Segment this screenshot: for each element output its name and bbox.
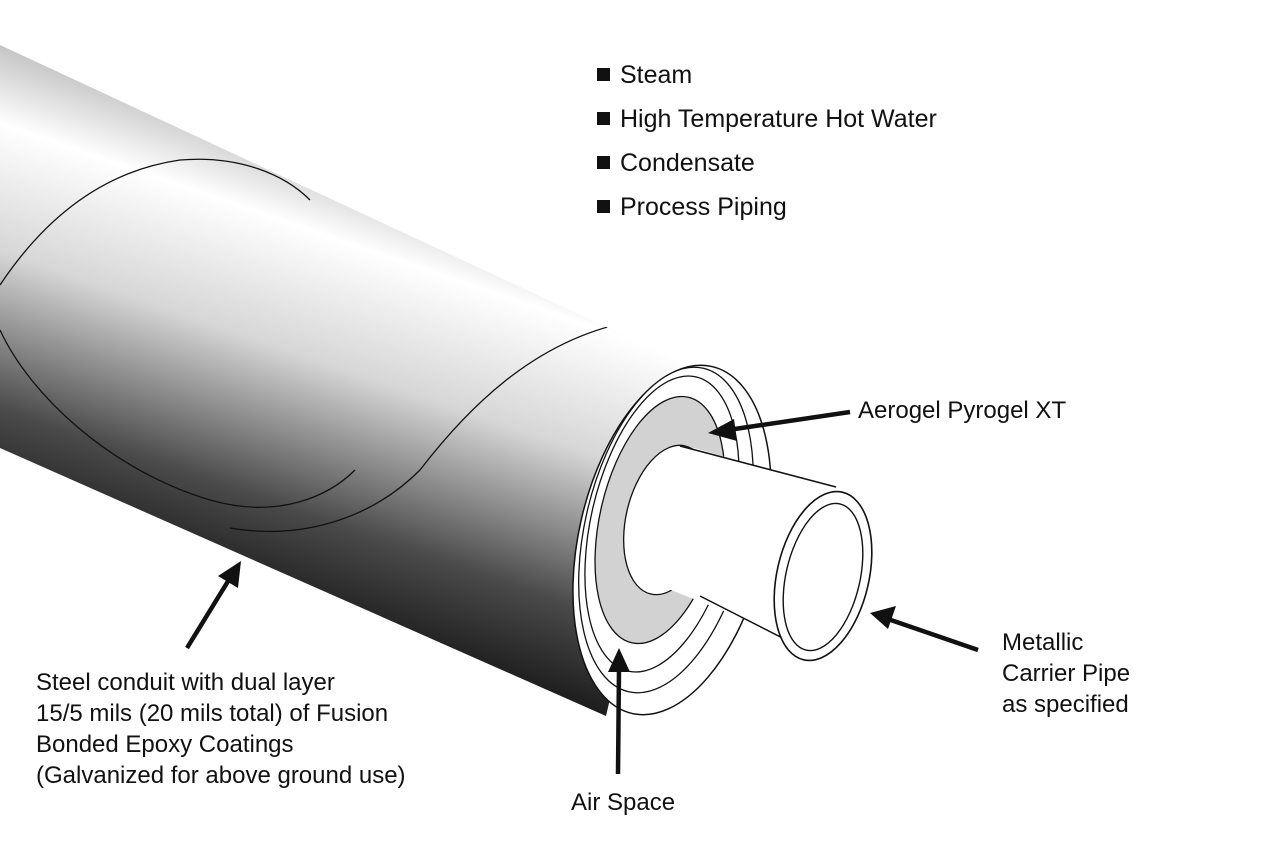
air-space-arrow [615, 667, 622, 775]
carrier-arrowhead [870, 606, 896, 629]
service-item: High Temperature Hot Water [597, 102, 937, 146]
service-item: Steam [597, 58, 937, 102]
carrier-pipe-label: Metallic Carrier Pipe as specified [1002, 627, 1130, 720]
conduit-label-line: (Galvanized for above ground use) [36, 762, 406, 789]
conduit-label: Steel conduit with dual layer 15/5 mils … [36, 667, 406, 791]
conduit-label-line: 15/5 mils (20 mils total) of Fusion [36, 700, 389, 727]
bullet-square-icon [597, 68, 610, 81]
air-space-label: Air Space [571, 789, 676, 816]
spiral-seam [0, 158, 311, 286]
carrier-arrow [887, 616, 979, 653]
aerogel-label: Aerogel Pyrogel XT [858, 397, 1067, 424]
carrier-pipe-edge [679, 445, 837, 488]
service-list: Steam High Temperature Hot Water Condens… [597, 58, 937, 234]
service-item: Condensate [597, 146, 937, 190]
conduit-arrow [185, 576, 232, 650]
aerogel-arrow [727, 409, 851, 433]
carrier-pipe-label-line: as specified [1002, 691, 1129, 718]
service-label: Condensate [620, 149, 755, 177]
carrier-pipe-label-line: Carrier Pipe [1002, 660, 1131, 687]
conduit-arrowhead [218, 561, 241, 588]
carrier-pipe-bore [782, 502, 864, 652]
bullet-square-icon [597, 112, 610, 125]
aerogel-arrowhead [708, 419, 737, 441]
service-label: Steam [620, 61, 693, 89]
conduit-label-line: Bonded Epoxy Coatings [36, 731, 294, 758]
service-item: Process Piping [597, 190, 937, 234]
bullet-square-icon [597, 200, 610, 213]
conduit-label-line: Steel conduit with dual layer [36, 669, 335, 696]
carrier-pipe-label-line: Metallic [1002, 629, 1084, 656]
service-label: High Temperature Hot Water [620, 105, 937, 133]
steel-conduit [0, 45, 688, 716]
air-space-arrowhead [608, 648, 630, 672]
bullet-square-icon [597, 156, 610, 169]
spiral-seam [0, 329, 356, 508]
spiral-seam [229, 319, 641, 533]
service-label: Process Piping [620, 193, 787, 221]
